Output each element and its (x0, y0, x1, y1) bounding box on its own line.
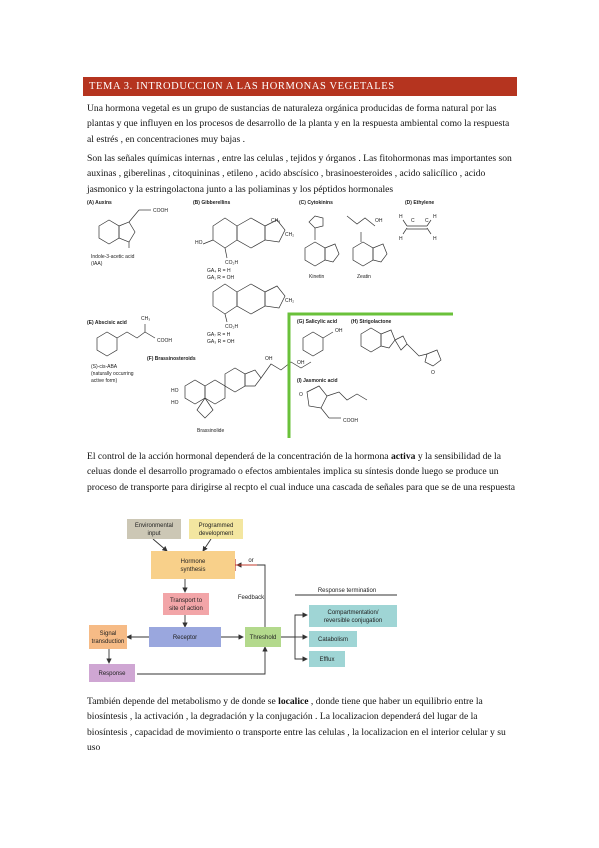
node-environmental-input (127, 519, 181, 539)
zeatin-structure (346, 215, 388, 267)
brassinolide-structure (184, 361, 312, 419)
efflux-label: Efflux (320, 657, 335, 663)
panel-label-brassinosteroids: (F) Brassinosteroids (147, 356, 196, 362)
compart-label-1: Compartmentation/ (327, 610, 378, 616)
panel-label-gibberellins: (B) Gibberellins (193, 200, 230, 206)
aba-name: (S)-cis-ABA (91, 364, 118, 370)
hormone-structures-figure: (A) Auxins (B) Gibberellins (C) Cytokini… (87, 200, 453, 438)
jasmonic-acid-structure (306, 385, 368, 419)
prog-label-1: Programmed (199, 523, 234, 529)
node-transport (163, 593, 209, 615)
aba-note-2: active form) (91, 378, 117, 384)
threshold-label: Threshold (250, 635, 277, 641)
paragraph-definition: Una hormona vegetal es un grupo de susta… (87, 103, 510, 145)
zeatin-oh-label: OH (375, 218, 383, 224)
ga7-co2h-label: CO₂H (225, 324, 238, 330)
node-receptor (149, 627, 221, 647)
signal-label-1: Signal (100, 631, 117, 637)
ga1-variant-label: GA₁ R = OH (207, 275, 234, 281)
hormone-pathway-diagram: Environmental input Programmed developme… (89, 519, 397, 682)
env-label-1: Environmental (135, 523, 173, 529)
kinetin-name: Kinetin (309, 274, 325, 280)
abscisic-acid-structure (96, 324, 156, 357)
ethylene-c2-label: C (425, 218, 429, 224)
aba-note-1: (naturally occurring (91, 371, 134, 377)
panel-label-ethylene: (D) Ethylene (405, 200, 434, 206)
ga4-variant-label: GA₄ R = H (207, 268, 231, 274)
ethylene-h2-label: H (433, 214, 437, 220)
or-label: or (248, 558, 253, 564)
ethylene-c1-label: C (411, 218, 415, 224)
auxin-cooh-label: COOH (153, 208, 168, 214)
transport-label-2: site of action (169, 606, 203, 612)
kinetin-structure (304, 215, 340, 267)
paragraph-hormone-control: El control de la acción hormonal depende… (87, 451, 516, 493)
termination-label: Response termination (318, 588, 376, 594)
salicylic-oh2-label: OH (297, 360, 305, 366)
iaa-abbrev: (IAA) (91, 261, 103, 267)
prog-label-2: development (199, 531, 234, 537)
ethylene-structure (402, 219, 432, 235)
strigolactone-o-label: O (431, 370, 435, 376)
gibberellin-ga7-structure (212, 283, 286, 323)
feedback-label: Feedback (238, 595, 265, 601)
brassinolide-ho-label-2: HO (171, 400, 179, 406)
ga4-ho-label: HO (195, 240, 203, 246)
synth-label-2: synthesis (180, 567, 205, 573)
signal-label-2: transduction (92, 639, 125, 645)
ga3-variant-label: GA₃ R = OH (207, 339, 235, 345)
jasmonic-o-label: O (299, 392, 303, 398)
panel-label-auxins: (A) Auxins (87, 200, 112, 206)
zeatin-name: Zeatin (357, 274, 371, 280)
transport-label-1: Transport to (170, 598, 203, 604)
node-catabolism (309, 631, 357, 647)
node-hormone-synthesis (151, 551, 235, 579)
section-title: TEMA 3. INTRODUCCION A LAS HORMONAS VEGE… (83, 77, 517, 96)
ga4-co2h-label: CO₂H (225, 260, 238, 266)
node-signal-transduction (89, 625, 127, 649)
ga7-ch2-label: CH₂ (285, 298, 294, 304)
panel-label-salicylic-acid: (G) Salicylic acid (297, 319, 337, 325)
response-label: Response (98, 671, 126, 677)
brassinolide-name: Brassinolide (197, 428, 224, 434)
panel-label-strigolactone: (H) Strigolactone (351, 319, 391, 325)
panel-label-abscisic-acid: (E) Abscisic acid (87, 320, 127, 326)
salicylic-oh-label: OH (335, 328, 343, 334)
salicylic-acid-structure (302, 331, 334, 357)
catabolism-label: Catabolism (318, 637, 348, 643)
iaa-name: Indole-3-acetic acid (91, 254, 135, 260)
auxin-structure (98, 209, 151, 248)
paragraph-metabolism: También depende del metabolismo y de don… (87, 696, 506, 753)
ga4-ch3-label: CH₃ (271, 218, 280, 224)
node-programmed-development (189, 519, 243, 539)
node-response (89, 664, 135, 682)
paragraph-phytohormones: Son las señales químicas internas , entr… (87, 153, 512, 195)
brassinolide-oh-label-1: OH (265, 356, 273, 362)
ga7-variant-label: GA₇ R = H (207, 332, 231, 338)
ethylene-h1-label: H (399, 214, 403, 220)
strigolactone-structure (360, 327, 442, 367)
compart-label-2: reversible conjugation (324, 618, 382, 624)
panel-label-cytokinins: (C) Cytokinins (299, 200, 333, 206)
ga4-ch2-label: CH₂ (285, 232, 294, 238)
receptor-label: Receptor (173, 635, 197, 641)
panel-label-jasmonic-acid: (I) Jasmonic acid (297, 378, 338, 384)
aba-ch3-label: CH₃ (141, 316, 150, 322)
synth-label-1: Hormone (181, 559, 206, 565)
aba-cooh-label: COOH (157, 338, 172, 344)
brassinolide-ho-label-1: HO (171, 388, 179, 394)
node-compartmentation (309, 605, 397, 627)
node-efflux (309, 651, 345, 667)
ethylene-h3-label: H (399, 236, 403, 242)
jasmonic-cooh-label: COOH (343, 418, 358, 424)
env-label-2: input (147, 531, 160, 537)
node-threshold (245, 627, 281, 647)
ethylene-h4-label: H (433, 236, 437, 242)
gibberellin-ga4-structure (202, 217, 286, 259)
